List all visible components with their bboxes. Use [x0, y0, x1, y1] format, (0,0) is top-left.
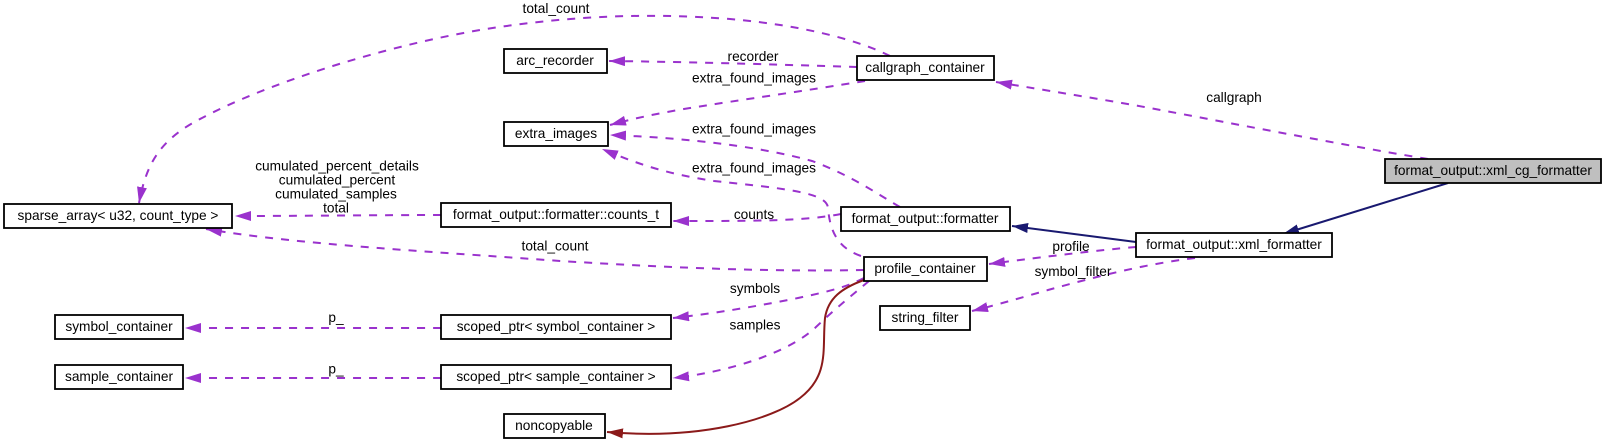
svg-text:symbol_container: symbol_container [65, 319, 173, 334]
svg-text:arc_recorder: arc_recorder [516, 53, 594, 68]
svg-text:sparse_array< u32, count_type: sparse_array< u32, count_type > [18, 208, 219, 223]
svg-text:format_output::xml_formatter: format_output::xml_formatter [1146, 237, 1322, 252]
svg-text:format_output::formatter: format_output::formatter [852, 211, 999, 226]
svg-text:profile_container: profile_container [874, 261, 976, 276]
svg-text:noncopyable: noncopyable [515, 418, 593, 433]
svg-text:format_output::formatter::coun: format_output::formatter::counts_t [453, 207, 659, 222]
svg-text:cumulated_percent: cumulated_percent [279, 173, 396, 188]
svg-text:samples: samples [730, 318, 781, 333]
svg-text:sample_container: sample_container [65, 369, 173, 384]
svg-text:extra_found_images: extra_found_images [692, 161, 816, 176]
svg-text:p_: p_ [328, 362, 344, 377]
svg-text:callgraph: callgraph [1206, 90, 1262, 105]
svg-text:recorder: recorder [728, 49, 779, 64]
svg-text:total_count: total_count [523, 1, 590, 16]
svg-text:scoped_ptr< symbol_container >: scoped_ptr< symbol_container > [457, 319, 656, 334]
svg-text:total: total [323, 201, 349, 216]
svg-text:cumulated_samples: cumulated_samples [275, 187, 397, 202]
svg-text:counts: counts [734, 207, 774, 222]
svg-text:extra_found_images: extra_found_images [692, 71, 816, 86]
svg-text:scoped_ptr< sample_container >: scoped_ptr< sample_container > [456, 369, 655, 384]
svg-text:extra_images: extra_images [515, 126, 597, 141]
svg-text:p_: p_ [328, 310, 344, 325]
svg-text:symbol_filter: symbol_filter [1035, 264, 1112, 279]
svg-text:profile: profile [1052, 239, 1089, 254]
svg-text:cumulated_percent_details: cumulated_percent_details [255, 159, 419, 174]
svg-text:extra_found_images: extra_found_images [692, 122, 816, 137]
svg-text:callgraph_container: callgraph_container [865, 60, 985, 75]
svg-text:total_count: total_count [522, 239, 589, 254]
svg-text:string_filter: string_filter [892, 310, 959, 325]
svg-text:symbols: symbols [730, 281, 780, 296]
svg-text:format_output::xml_cg_formatte: format_output::xml_cg_formatter [1394, 163, 1592, 178]
